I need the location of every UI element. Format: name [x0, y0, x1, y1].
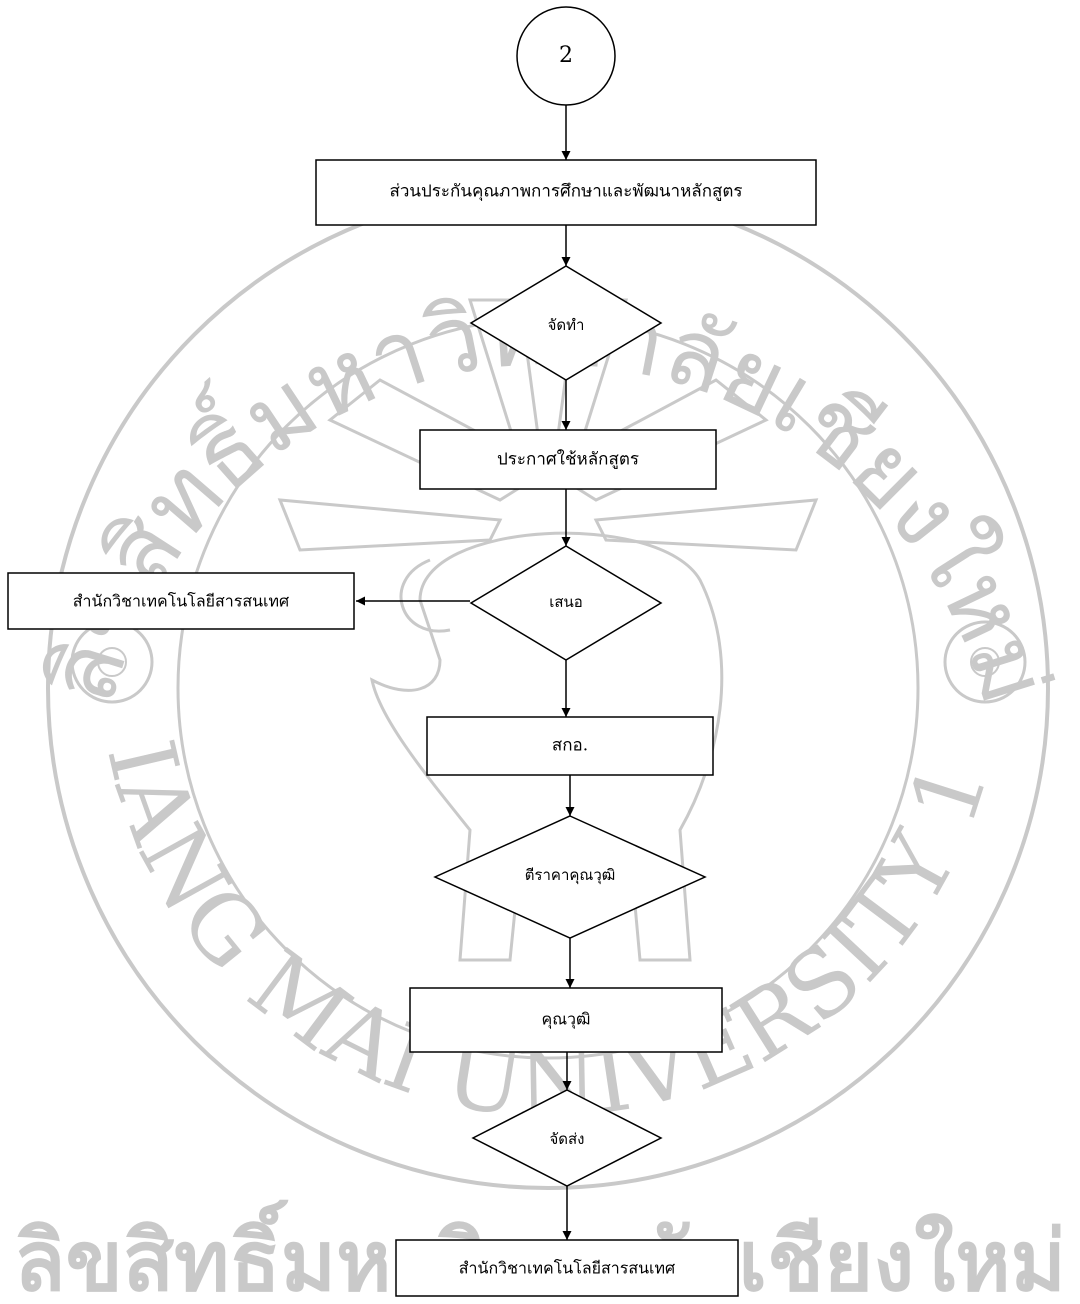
process-it-school-final-label: สำนักวิชาเทคโนโลยีสารสนเทศ [459, 1259, 675, 1278]
decision-propose: เสนอ [469, 545, 663, 661]
connector-node: 2 [516, 6, 616, 106]
process-announce-curriculum: ประกาศใช้หลักสูตร [419, 429, 717, 490]
process-it-school-side: สำนักวิชาเทคโนโลยีสารสนเทศ [7, 572, 355, 630]
decision-evaluate-qualification-label: ตีราคาคุณวุฒิ [525, 866, 616, 885]
decision-prepare-label: จัดทำ [548, 316, 585, 334]
seal-elephant [369, 531, 724, 962]
decision-send: จัดส่ง [471, 1089, 663, 1187]
seal-flower-right [943, 620, 1027, 704]
process-ohec: สกอ. [426, 716, 714, 776]
process-ohec-label: สกอ. [552, 736, 588, 756]
decision-prepare: จัดทำ [469, 265, 663, 381]
process-it-school-side-label: สำนักวิชาเทคโนโลยีสารสนเทศ [73, 592, 289, 611]
process-qualification: คุณวุฒิ [409, 987, 723, 1053]
connector-label: 2 [559, 43, 573, 68]
process-qa-division-label: ส่วนประกันคุณภาพการศึกษาและพัฒนาหลักสูตร [389, 182, 742, 202]
process-announce-curriculum-label: ประกาศใช้หลักสูตร [497, 449, 639, 470]
process-it-school-final: สำนักวิชาเทคโนโลยีสารสนเทศ [395, 1239, 739, 1297]
decision-propose-label: เสนอ [549, 593, 583, 611]
process-qualification-label: คุณวุฒิ [542, 1010, 591, 1030]
decision-send-label: จัดส่ง [549, 1130, 584, 1148]
process-qa-division: ส่วนประกันคุณภาพการศึกษาและพัฒนาหลักสูตร [315, 159, 817, 226]
decision-evaluate-qualification: ตีราคาคุณวุฒิ [433, 815, 707, 939]
